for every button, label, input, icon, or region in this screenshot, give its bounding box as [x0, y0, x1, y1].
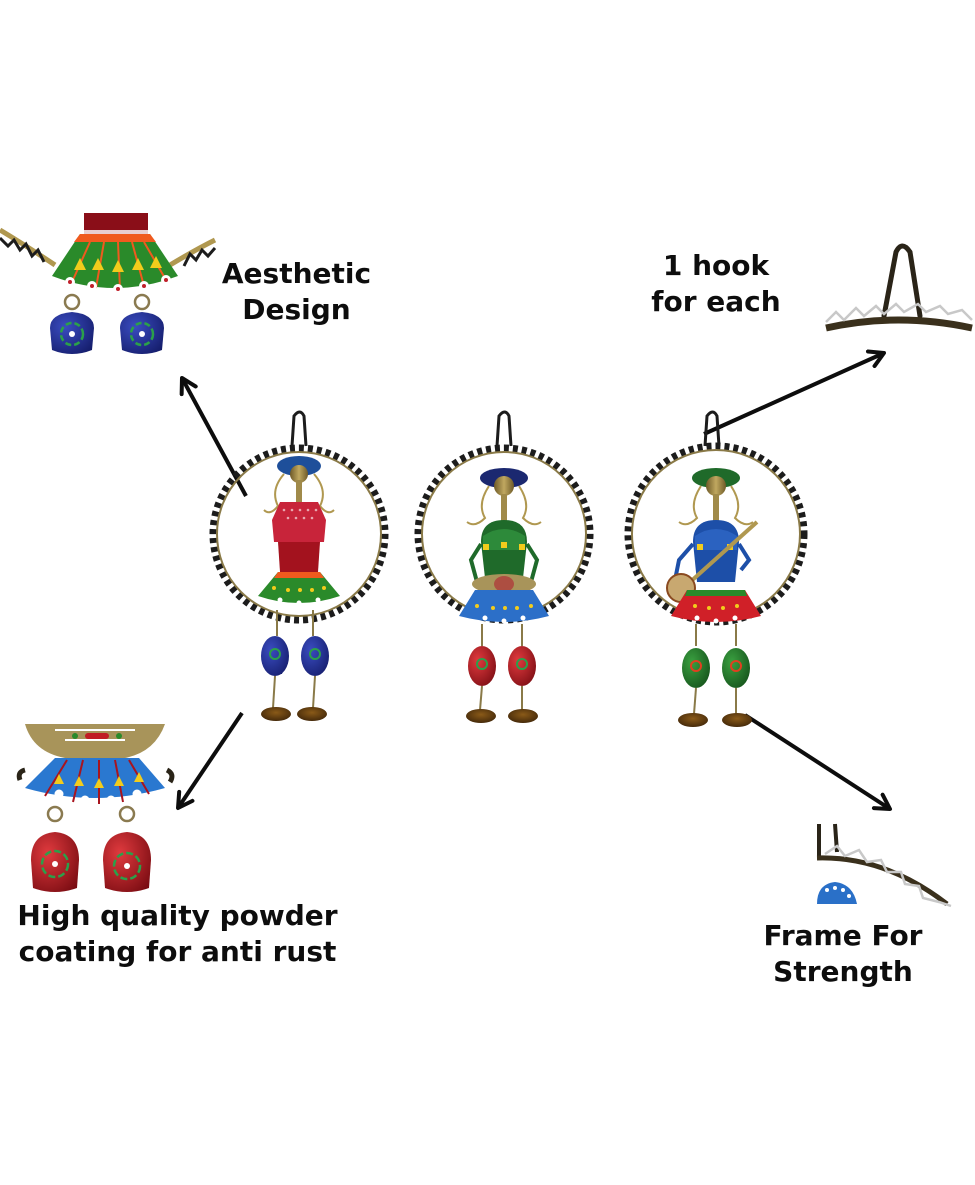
hook-detail-icon [825, 243, 973, 332]
figure-body [258, 456, 340, 721]
feature-label-line: for each [651, 284, 781, 318]
feature-label-line: High quality powder [17, 899, 338, 932]
ring-frame-icon [209, 410, 389, 624]
frame-edge-detail-icon [816, 823, 952, 908]
arrow-to-powder-coating [176, 711, 244, 810]
feature-label-powder-coating: High quality powder coating for anti rus… [0, 898, 355, 970]
feature-label-line: coating for anti rust [18, 934, 337, 968]
figurine-right [624, 410, 808, 727]
feature-label-frame-strength: Frame For Strength [752, 918, 934, 990]
feature-label-line: 1 hook [662, 249, 770, 282]
feature-label-aesthetic-design: Aesthetic Design [214, 256, 379, 328]
arrow-to-frame [743, 713, 892, 811]
arrow-to-hook [703, 349, 886, 436]
figurine-middle [414, 410, 594, 723]
skirt-with-bells-detail-icon [0, 213, 217, 354]
feature-label-line: Design [242, 292, 351, 326]
feature-label-line: Aesthetic [221, 257, 372, 290]
feature-label-line: Strength [773, 954, 913, 988]
feature-label-line: Frame For [763, 919, 923, 952]
blue-skirt-red-bells-detail-icon [16, 724, 175, 892]
feature-label-hook: 1 hook for each [646, 248, 786, 320]
figure-body [666, 468, 761, 727]
arrow-to-aesthetic [179, 376, 248, 497]
figurine-left [209, 410, 389, 721]
figure-body [459, 468, 549, 723]
